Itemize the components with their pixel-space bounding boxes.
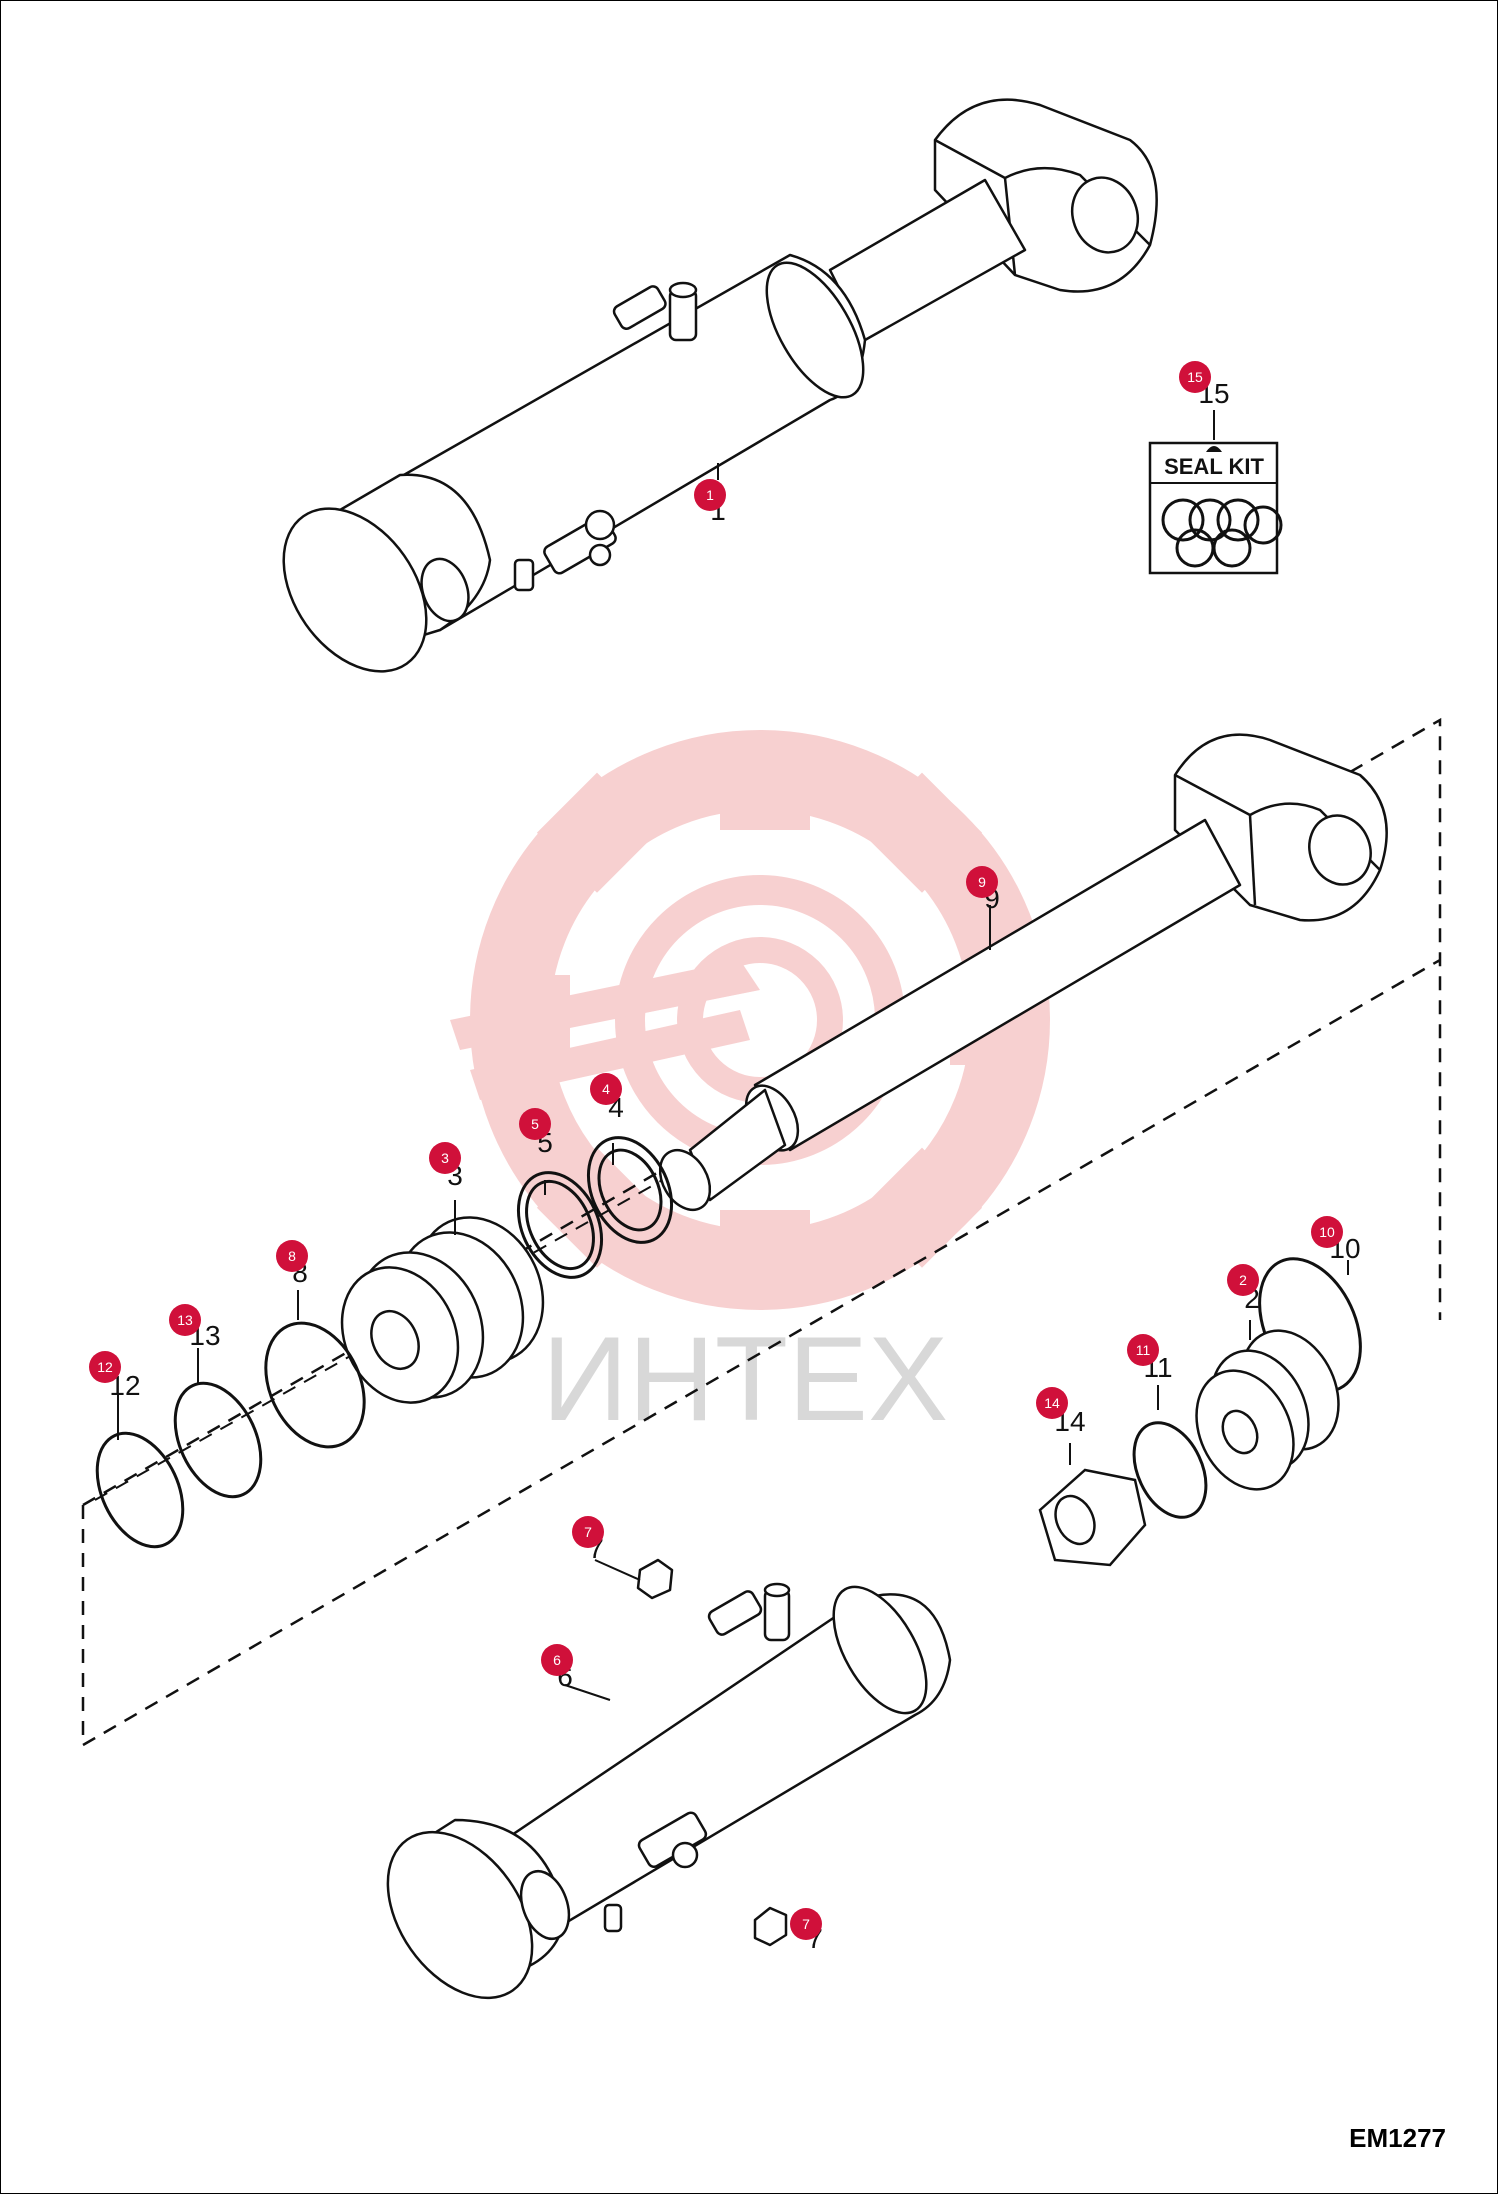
callout-number: 13 [177,1312,193,1328]
callout-badge [1179,361,1211,393]
callout-badge [1036,1387,1068,1419]
callout-number: 4 [602,1081,610,1097]
callout-8: 88 [276,1240,308,1288]
callout-number: 2 [1239,1272,1247,1288]
callout-badge [429,1142,461,1174]
callout-badge [1227,1264,1259,1296]
piston-rod-drawing [658,733,1388,1212]
callout-number: 9 [978,874,986,890]
o-rings-left-drawing [95,1321,366,1549]
callout-badge [89,1351,121,1383]
seal-kit-icon: SEAL KIT [1148,410,1283,575]
rod-seals-drawing [516,1136,674,1279]
callout-4: 44 [590,1073,624,1123]
callout-number: 7 [802,1916,810,1932]
piston-and-nut-drawing [1038,1257,1362,1567]
callout-number: 7 [584,1524,592,1540]
callout-badge [790,1908,822,1940]
leader-lines [117,410,1349,1701]
callout-number: 1 [706,487,714,503]
callout-badge [1127,1334,1159,1366]
callout-number: 8 [288,1248,296,1264]
callout-number: 14 [1044,1395,1060,1411]
callout-number: 11 [1136,1342,1151,1358]
callout-number: 5 [531,1116,539,1132]
callout-badge [169,1304,201,1336]
callout-badge [541,1644,573,1676]
callout-9: 99 [966,866,1000,914]
callout-number: 3 [441,1150,449,1166]
assembly-dashed-outline [81,717,1442,1748]
watermark-text: ИНТЕХ [542,1312,948,1446]
callout-1: 11 [694,479,726,526]
callout-7: 77 [572,1516,604,1564]
callout-6: 66 [541,1644,573,1692]
callout-badge [572,1516,604,1548]
callout-badge [1311,1216,1343,1248]
callout-badge [590,1073,622,1105]
diagram-code: EM1277 [1349,2123,1446,2153]
callout-number: 10 [1319,1224,1335,1240]
callout-5: 55 [519,1108,553,1158]
gland-drawing [340,1216,545,1404]
callout-3: 33 [429,1142,463,1191]
barrel-drawing [386,1558,952,2000]
callout-number: 15 [1187,369,1203,385]
callout-badge [966,866,998,898]
assembled-cylinder-drawing [282,98,1158,673]
callout-2: 22 [1227,1264,1260,1314]
callout-badge [519,1108,551,1140]
callout-badge [276,1240,308,1272]
callouts: 1122334455667777889910101111121213131414… [89,361,1361,1954]
callout-badge [694,479,726,511]
seal-kit-label: SEAL KIT [1164,454,1264,479]
callout-number: 12 [97,1359,113,1375]
callout-number: 6 [553,1652,561,1668]
callout-7: 77 [790,1908,823,1954]
